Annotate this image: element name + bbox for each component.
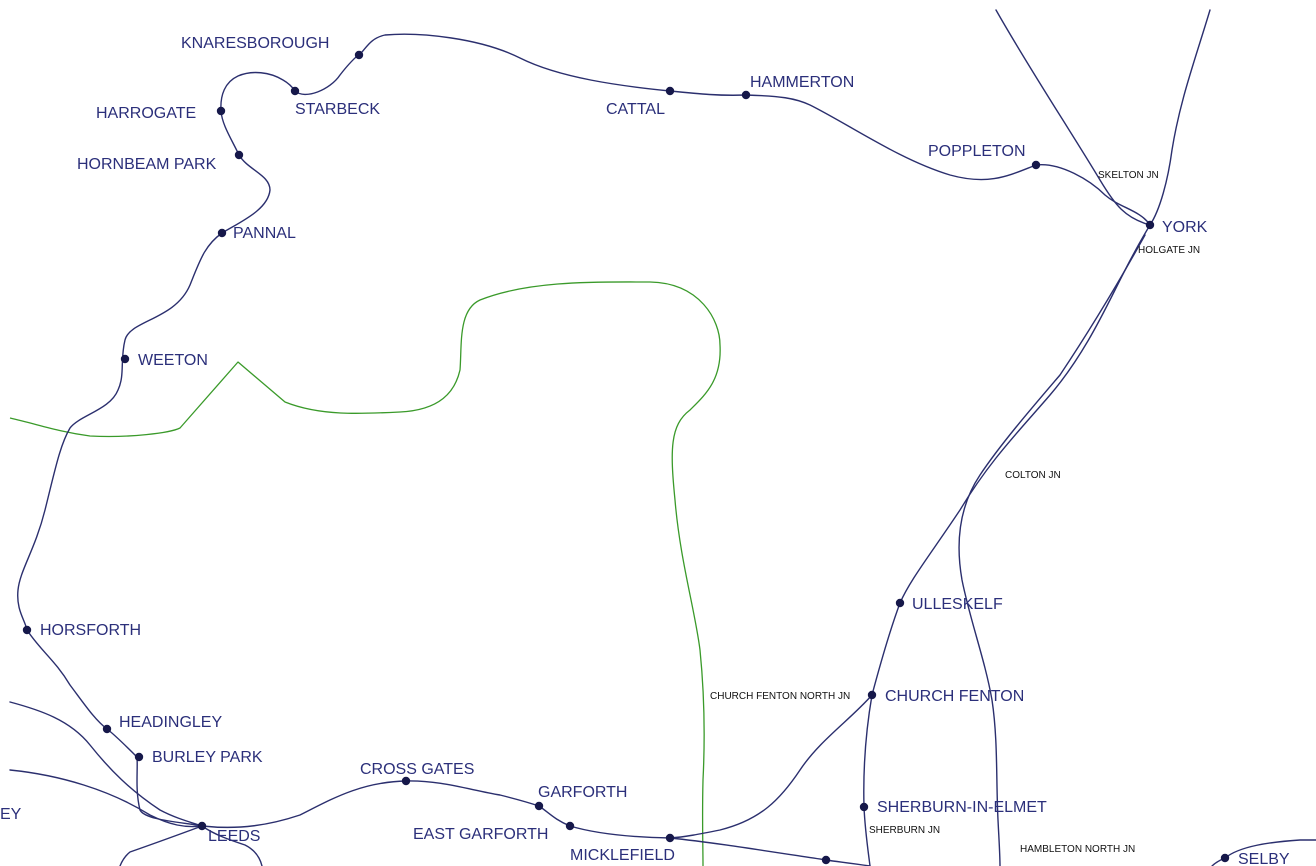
station-dot-harrogate (216, 106, 226, 116)
station-label-selby: SELBY (1238, 851, 1290, 866)
station-dot-ulleskelf (895, 598, 905, 608)
station-dot-cross-gates (401, 776, 411, 786)
rail-line-york-north (1149, 9, 1211, 226)
station-dot-micklefield (665, 833, 675, 843)
station-label-micklefield: MICKLEFIELD (570, 847, 675, 864)
station-label-pannal: PANNAL (233, 225, 296, 242)
rail-line-church-fenton-micklefield (669, 694, 873, 839)
station-dot-weeton (120, 354, 130, 364)
rail-line-selby (1224, 839, 1316, 859)
station-label-cross-gates: CROSS GATES (360, 761, 474, 778)
rail-line-leeds-south-1 (119, 825, 203, 866)
junction-labels: SKELTON JN HOLGATE JN COLTON JN CHURCH FENT… (710, 170, 1200, 855)
station-dot-horsforth (22, 625, 32, 635)
station-label-poppleton: POPPLETON (928, 143, 1026, 160)
station-label-leeds: LEEDS (208, 828, 260, 845)
rail-line-york-church-fenton (871, 224, 1151, 696)
station-label-cattal: CATTAL (606, 101, 665, 118)
station-dot-headingley (102, 724, 112, 734)
station-dot-selby (1220, 853, 1230, 863)
station-dot-church-fenton (867, 690, 877, 700)
station-dot-knaresborough (354, 50, 364, 60)
station-label-sherburn-in-elmet: SHERBURN-IN-ELMET (877, 799, 1047, 816)
station-label-horsforth: HORSFORTH (40, 622, 141, 639)
rail-line-leeds-micklefield (201, 780, 871, 866)
station-dot-unlabelled (821, 855, 831, 865)
rail-line-york-north-west (995, 9, 1151, 226)
station-label-east-garforth: EAST GARFORTH (413, 826, 548, 843)
station-label-ulleskelf: ULLESKELF (912, 596, 1003, 613)
station-dot-hornbeam-park (234, 150, 244, 160)
station-dot-pannal (217, 228, 227, 238)
station-dot-hammerton (741, 90, 751, 100)
station-dot-poppleton (1031, 160, 1041, 170)
rail-line-harrogate-starbeck (220, 71, 296, 112)
rail-line-harrogate-leeds (17, 110, 271, 827)
station-label-weeton: WEETON (138, 352, 208, 369)
station-label-headingley: HEADINGLEY (119, 714, 222, 731)
station-dot-east-garforth (565, 821, 575, 831)
station-label-knaresborough: KNARESBOROUGH (181, 35, 329, 52)
boundary-line (9, 281, 721, 866)
station-dot-burley-park (134, 752, 144, 762)
station-dot-garforth (534, 801, 544, 811)
station-dots (22, 50, 1230, 865)
station-dot-leeds (197, 821, 207, 831)
station-dot-starbeck (290, 86, 300, 96)
junction-label-colton-jn: COLTON JN (1005, 470, 1061, 481)
station-label-york: YORK (1162, 219, 1208, 236)
rail-line-york-hambleton (958, 234, 1146, 866)
station-label-church-fenton: CHURCH FENTON (885, 688, 1024, 705)
station-label-hornbeam-park: HORNBEAM PARK (77, 156, 217, 173)
station-label-harrogate: HARROGATE (96, 105, 196, 122)
junction-label-hambleton-north-jn: HAMBLETON NORTH JN (1020, 844, 1135, 855)
junction-label-skelton-jn: SKELTON JN (1098, 170, 1159, 181)
rail-line-leeds-west-1 (9, 701, 203, 827)
rail-line-harrogate-york (294, 33, 1151, 226)
station-dot-york (1145, 220, 1155, 230)
station-label-partial-west: EY (0, 806, 22, 823)
rail-line-leeds-west-2 (9, 769, 203, 828)
station-label-garforth: GARFORTH (538, 784, 627, 801)
rail-line-leeds-south-2 (201, 825, 263, 866)
station-label-hammerton: HAMMERTON (750, 74, 854, 91)
station-labels: KNARESBOROUGH STARBECK HARROGATE HORNBEAM P… (0, 35, 1290, 866)
junction-label-church-fenton-north-jn: CHURCH FENTON NORTH JN (710, 691, 850, 702)
rail-line-church-fenton-sherburn (863, 694, 873, 866)
junction-label-sherburn-jn: SHERBURN JN (869, 825, 940, 836)
junction-label-holgate-jn: HOLGATE JN (1138, 245, 1200, 256)
station-label-starbeck: STARBECK (295, 101, 380, 118)
station-dot-cattal (665, 86, 675, 96)
station-label-burley-park: BURLEY PARK (152, 749, 263, 766)
rail-lines (9, 9, 1316, 866)
station-dot-sherburn-in-elmet (859, 802, 869, 812)
